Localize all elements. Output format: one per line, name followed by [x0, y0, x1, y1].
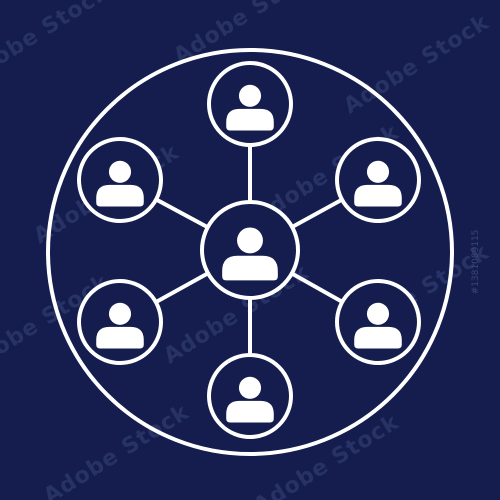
network-nodes	[77, 61, 421, 439]
person-body	[354, 326, 402, 349]
node-lower-left	[77, 279, 163, 365]
connector-line-lower-left	[154, 271, 209, 304]
person-icon	[226, 376, 274, 423]
person-body	[226, 108, 274, 131]
person-body	[96, 326, 144, 349]
center-node	[200, 200, 300, 300]
person-icon	[96, 160, 144, 207]
connector-line-upper-right	[291, 197, 343, 229]
person-head	[237, 227, 263, 254]
person-head	[108, 302, 132, 325]
node-top	[207, 61, 293, 147]
outer-ring	[46, 48, 454, 456]
person-icon	[354, 302, 402, 349]
person-body	[222, 255, 278, 281]
node-lower-right	[335, 279, 421, 365]
node-bottom	[207, 353, 293, 439]
person-head	[238, 376, 262, 399]
stock-id-watermark: #1381089115	[471, 230, 481, 295]
person-icon	[354, 160, 402, 207]
connector-lines	[154, 145, 344, 355]
person-body	[354, 184, 402, 207]
person-body	[226, 400, 274, 423]
node-upper-right	[335, 137, 421, 223]
person-head	[366, 160, 390, 183]
person-icon	[96, 302, 144, 349]
person-head	[108, 160, 132, 183]
person-head	[238, 84, 262, 107]
person-head	[366, 302, 390, 325]
person-icon	[226, 84, 274, 131]
connector-line-lower-right	[290, 271, 344, 304]
person-icon	[222, 227, 278, 281]
person-body	[96, 184, 144, 207]
node-upper-left	[77, 137, 163, 223]
connector-line-upper-left	[155, 197, 209, 230]
